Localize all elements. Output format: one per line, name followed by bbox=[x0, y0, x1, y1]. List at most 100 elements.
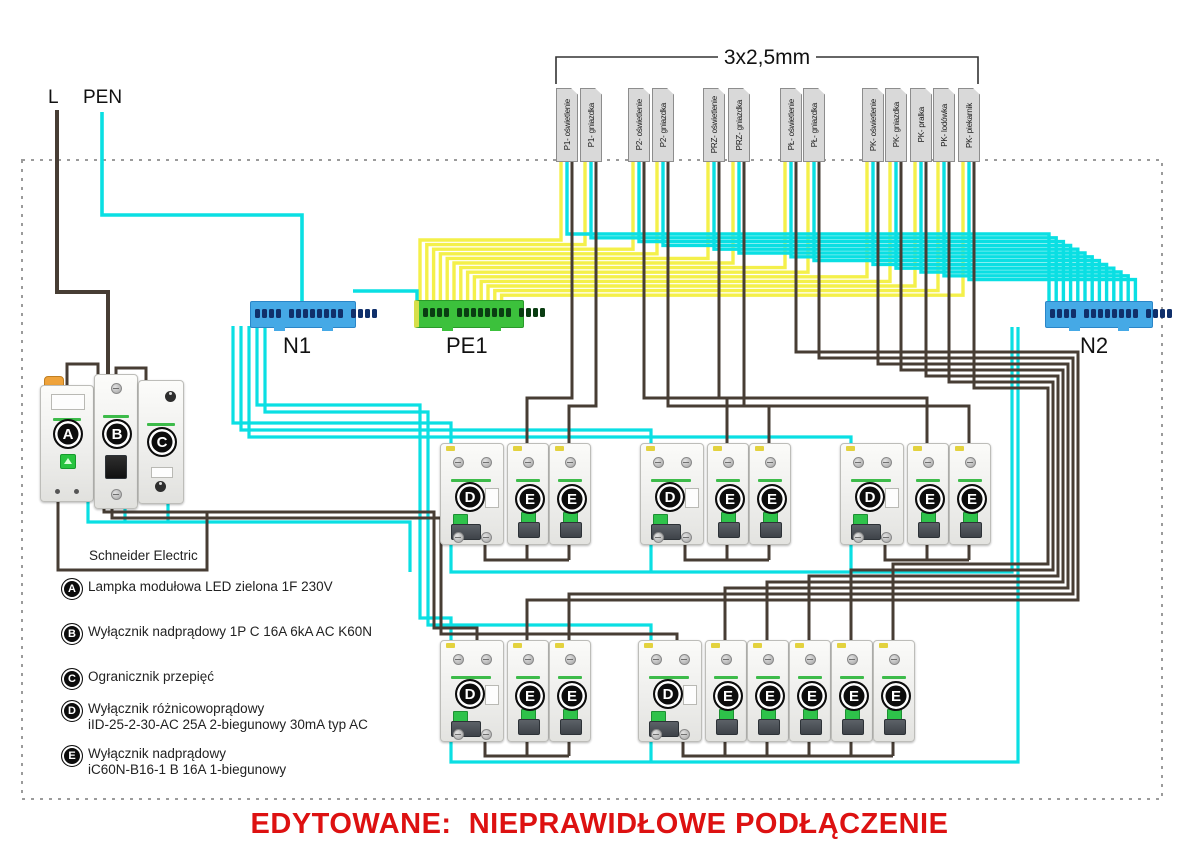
wire bbox=[942, 160, 1130, 302]
cable-tag: PRZ- oświetlenie bbox=[703, 88, 725, 162]
brand-stripe bbox=[558, 676, 582, 679]
green-led-indicator bbox=[60, 454, 76, 469]
breaker-module-rcd[interactable]: D bbox=[440, 443, 504, 545]
wire bbox=[666, 160, 771, 444]
breaker-module-rcd[interactable]: D bbox=[440, 640, 504, 742]
terminal bbox=[372, 309, 377, 318]
brand-stripe bbox=[714, 676, 738, 679]
breaker-module-mcb[interactable]: E bbox=[549, 443, 591, 545]
rating-window bbox=[683, 685, 697, 705]
main-breaker-toggle[interactable] bbox=[105, 455, 127, 479]
brand-stripe bbox=[649, 676, 689, 679]
warning-text: EDYTOWANE: NIEPRAWIDŁOWE PODŁĄCZENIE bbox=[250, 808, 949, 840]
breaker-toggle[interactable] bbox=[884, 719, 906, 735]
phase-marker bbox=[837, 643, 846, 648]
wire bbox=[642, 160, 729, 444]
breaker-module-mcb[interactable]: E bbox=[831, 640, 873, 742]
rating-window bbox=[485, 488, 499, 508]
breaker-module-mcb[interactable]: E bbox=[873, 640, 915, 742]
breaker-toggle[interactable] bbox=[960, 522, 982, 538]
screw bbox=[653, 532, 664, 543]
terminal bbox=[430, 308, 435, 317]
terminal-block-n1 bbox=[250, 301, 377, 331]
breaker-toggle[interactable] bbox=[518, 719, 540, 735]
terminal bbox=[485, 308, 490, 317]
phase-marker bbox=[646, 446, 655, 451]
breaker-toggle[interactable] bbox=[716, 719, 738, 735]
module-letter-badge: E bbox=[915, 484, 945, 514]
screw bbox=[523, 654, 534, 665]
brand-stripe bbox=[451, 676, 491, 679]
wire bbox=[247, 326, 853, 444]
breaker-module-mcb[interactable]: E bbox=[907, 443, 949, 545]
breaker-toggle[interactable] bbox=[760, 522, 782, 538]
terminal bbox=[1057, 309, 1062, 318]
phase-marker bbox=[555, 643, 564, 648]
wire bbox=[891, 160, 1050, 641]
phase-marker bbox=[795, 643, 804, 648]
screw bbox=[481, 457, 492, 468]
device-lamp-module: A bbox=[40, 385, 94, 502]
screw bbox=[721, 654, 732, 665]
terminal bbox=[1084, 309, 1089, 318]
breaker-toggle[interactable] bbox=[560, 719, 582, 735]
breaker-toggle[interactable] bbox=[800, 719, 822, 735]
terminal bbox=[276, 309, 281, 318]
breaker-module-rcd[interactable]: D bbox=[840, 443, 904, 545]
block-foot bbox=[273, 327, 285, 331]
wire bbox=[765, 160, 1065, 641]
module-letter-badge: D bbox=[855, 482, 885, 512]
legend-item-line: Lampka modułowa LED zielona 1F 230V bbox=[88, 579, 333, 594]
breaker-module-mcb[interactable]: E bbox=[747, 640, 789, 742]
screw bbox=[881, 457, 892, 468]
incoming-l-label: L bbox=[48, 87, 59, 108]
legend-item-text: Ogranicznik przepięć bbox=[88, 669, 214, 685]
screw bbox=[453, 729, 464, 740]
terminal bbox=[365, 309, 370, 318]
wire bbox=[353, 289, 419, 301]
wire bbox=[742, 160, 971, 444]
wire bbox=[431, 160, 635, 301]
breaker-toggle[interactable] bbox=[842, 719, 864, 735]
breaker-module-mcb[interactable]: E bbox=[749, 443, 791, 545]
breaker-toggle[interactable] bbox=[758, 719, 780, 735]
terminal bbox=[1064, 309, 1069, 318]
breaker-module-mcb[interactable]: E bbox=[507, 640, 549, 742]
terminal bbox=[1133, 309, 1138, 318]
wire bbox=[231, 326, 453, 444]
breaker-module-mcb[interactable]: E bbox=[789, 640, 831, 742]
screw bbox=[679, 654, 690, 665]
breaker-module-mcb[interactable]: E bbox=[549, 640, 591, 742]
module-letter-badge: E bbox=[557, 484, 587, 514]
terminal bbox=[423, 308, 428, 317]
breaker-module-mcb[interactable]: E bbox=[707, 443, 749, 545]
module-letter-badge: E bbox=[557, 681, 587, 711]
breaker-toggle[interactable] bbox=[560, 522, 582, 538]
wire bbox=[567, 160, 1075, 641]
breaker-module-rcd[interactable]: D bbox=[638, 640, 702, 742]
brand-stripe bbox=[916, 479, 940, 482]
cable-tag: PRZ- gniazdka bbox=[728, 88, 750, 162]
breaker-module-mcb[interactable]: E bbox=[705, 640, 747, 742]
breaker-module-mcb[interactable]: E bbox=[507, 443, 549, 545]
terminal bbox=[506, 308, 511, 317]
brand-stripe bbox=[516, 676, 540, 679]
breaker-module-rcd[interactable]: D bbox=[640, 443, 704, 545]
module-letter-badge: E bbox=[839, 681, 869, 711]
breaker-toggle[interactable] bbox=[918, 522, 940, 538]
breaker-toggle[interactable] bbox=[718, 522, 740, 538]
terminal bbox=[540, 308, 545, 317]
phase-marker bbox=[513, 446, 522, 451]
cable-tag-label: PRZ- oświetlenie bbox=[709, 96, 719, 154]
screw bbox=[763, 654, 774, 665]
rating-window bbox=[885, 488, 899, 508]
brand-stripe bbox=[758, 479, 782, 482]
brand-stripe bbox=[756, 676, 780, 679]
brand-stripe bbox=[147, 423, 175, 426]
breaker-toggle[interactable] bbox=[518, 522, 540, 538]
wire bbox=[967, 160, 1138, 302]
cable-tag-label: P2- gniazdka bbox=[658, 102, 668, 148]
surge-test-knob[interactable] bbox=[155, 481, 166, 492]
block-foot bbox=[1069, 327, 1081, 331]
breaker-module-mcb[interactable]: E bbox=[949, 443, 991, 545]
